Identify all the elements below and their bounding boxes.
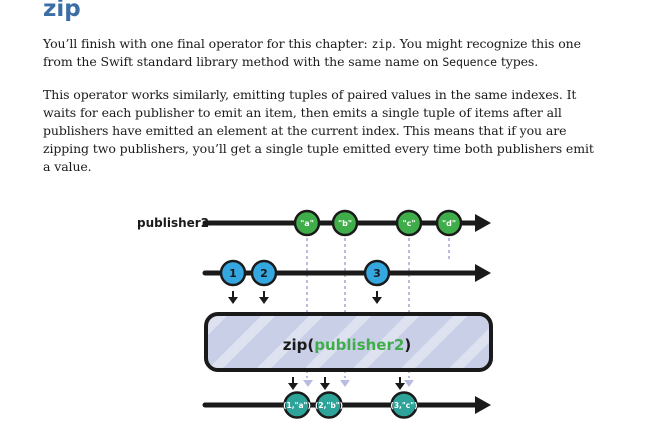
output-marble-1a [283, 391, 311, 419]
output-arrowhead [475, 396, 491, 414]
publisher2-label: publisher2 [137, 216, 209, 230]
output-marble-2b-label: (2,"b") [315, 401, 343, 410]
output-marble-3c [390, 391, 418, 419]
publisher1-marbles: 1 2 3 [219, 259, 391, 287]
input-arrows [228, 291, 382, 304]
marble-c-label: "c" [402, 219, 415, 228]
operator-box [204, 312, 493, 372]
marble-1 [219, 259, 247, 287]
marble-2-label: 2 [260, 267, 268, 280]
output-marble-3c-label: (3,"c") [390, 401, 417, 410]
marble-b-label: "b" [338, 219, 352, 228]
intro-text-1: You’ll finish with one final operator fo… [43, 36, 372, 51]
marble-3 [363, 259, 391, 287]
output-marbles: (1,"a") (2,"b") (3,"c") [283, 391, 418, 419]
output-marble-1a-label: (1,"a") [283, 401, 311, 410]
operator-suffix: ) [404, 336, 411, 354]
inline-code-zip: zip [371, 37, 392, 51]
intro-text-3: types. [496, 54, 539, 69]
marble-1-label: 1 [229, 267, 237, 280]
marble-d-label: "d" [442, 219, 456, 228]
marble-3-label: 3 [373, 267, 381, 280]
operator-arg: publisher2 [314, 336, 404, 354]
marble-d [435, 209, 463, 237]
publisher2-arrowhead [475, 214, 491, 232]
operator-prefix: zip( [283, 336, 314, 354]
inline-code-sequence: Sequence [442, 55, 497, 69]
intro-text-2: . You might recognize this one from the … [43, 36, 581, 69]
section-heading: zip [43, 0, 81, 22]
operator-label: zip(publisher2) [283, 336, 411, 354]
marble-c [395, 209, 423, 237]
intro-paragraph: You’ll finish with one final operator fo… [43, 35, 603, 71]
marble-a-label: "a" [300, 219, 314, 228]
marble-b [331, 209, 359, 237]
publisher2-marbles: "a" "b" "c" "d" [293, 209, 463, 237]
output-arrows [288, 377, 405, 390]
publisher1-arrowhead [475, 264, 491, 282]
marble-2 [250, 259, 278, 287]
marble-a [293, 209, 321, 237]
output-arrows-shadow [303, 380, 414, 387]
output-marble-2b [315, 391, 343, 419]
explanation-paragraph: This operator works similarly, emitting … [43, 87, 594, 174]
